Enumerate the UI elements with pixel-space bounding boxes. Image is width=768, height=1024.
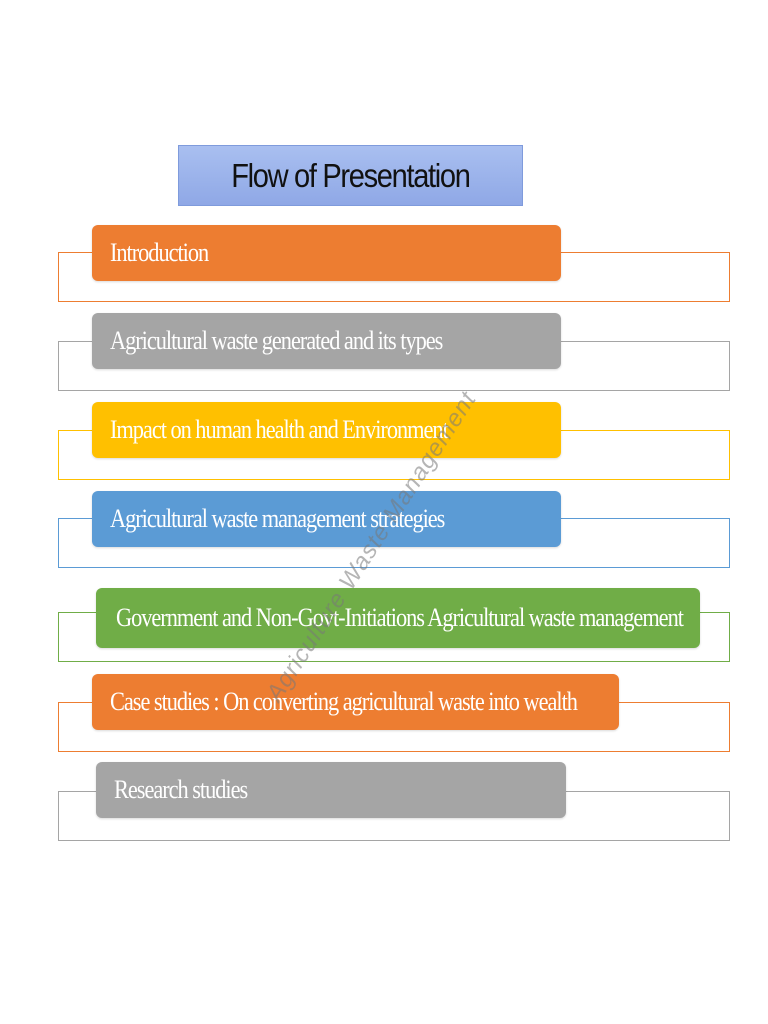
flow-item-1: Introduction: [92, 225, 561, 281]
flow-item-label: Government and Non-Govt-Initiations Agri…: [116, 603, 684, 632]
flow-item-label: Agricultural waste generated and its typ…: [110, 326, 443, 355]
flow-item-2: Agricultural waste generated and its typ…: [92, 313, 561, 369]
flow-item-label: Case studies : On converting agricultura…: [110, 687, 578, 716]
flow-item-6: Case studies : On converting agricultura…: [92, 674, 619, 730]
flow-item-label: Introduction: [110, 238, 209, 267]
title-box: Flow of Presentation: [178, 145, 523, 206]
flow-item-4: Agricultural waste management strategies: [92, 491, 561, 547]
flow-item-5: Government and Non-Govt-Initiations Agri…: [96, 588, 700, 648]
flow-item-7: Research studies: [96, 762, 566, 818]
flow-item-label: Agricultural waste management strategies: [110, 504, 445, 533]
flow-item-3: Impact on human health and Environment: [92, 402, 561, 458]
flow-item-label: Impact on human health and Environment: [110, 415, 449, 444]
flow-item-label: Research studies: [114, 775, 248, 804]
slide-title: Flow of Presentation: [231, 156, 471, 194]
